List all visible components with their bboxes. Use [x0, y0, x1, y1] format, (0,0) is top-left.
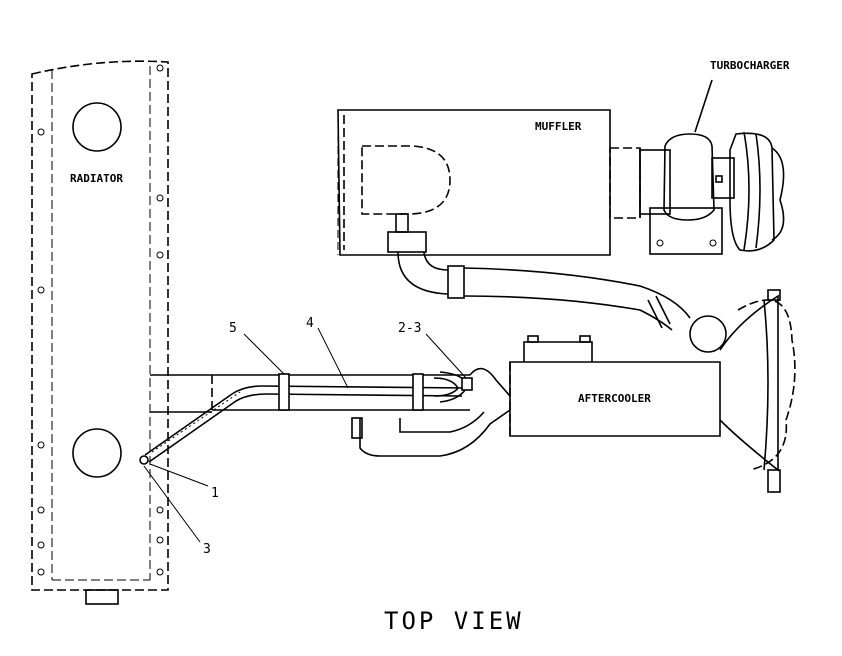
callout-item-4: 4 — [306, 316, 314, 331]
view-caption: TOP VIEW — [384, 607, 524, 635]
hose-assembly — [139, 371, 473, 465]
turbocharger-label: TURBOCHARGER — [710, 59, 790, 72]
radiator-label: RADIATOR — [70, 172, 123, 185]
air-inlet-tube — [150, 367, 511, 457]
radiator — [31, 60, 169, 605]
aftercooler — [509, 289, 796, 493]
callout-item-2-3: 2-3 — [398, 321, 421, 336]
callout-leaders — [143, 327, 467, 543]
radiator-mounting-holes — [37, 64, 164, 576]
exhaust-pipe — [397, 251, 727, 353]
turbocharger — [639, 79, 785, 255]
callout-item-1: 1 — [211, 486, 219, 501]
callout-item-3: 3 — [203, 542, 211, 557]
clip-item-2-3 — [461, 377, 473, 391]
aftercooler-label: AFTERCOOLER — [578, 392, 651, 405]
clip-item-5 — [278, 373, 290, 411]
muffler-label: MUFFLER — [535, 120, 582, 133]
muffler — [337, 109, 641, 256]
clip-item-4 — [412, 373, 424, 411]
callout-item-5: 5 — [229, 321, 237, 336]
